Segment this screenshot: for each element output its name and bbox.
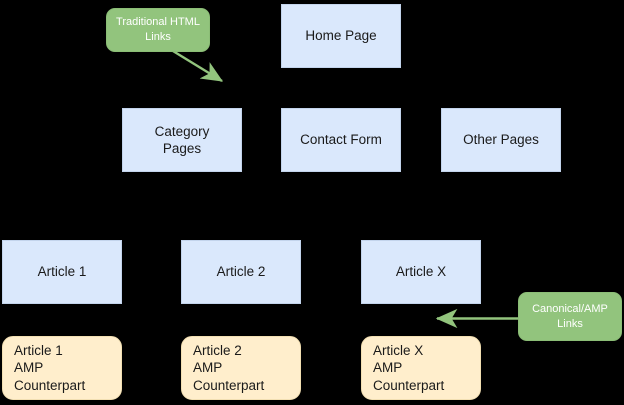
node-article-1: Article 1 [2,240,122,304]
node-article-x-amp-counterpart: Article X AMP Counterpart [361,336,481,400]
node-article-x: Article X [361,240,481,304]
traditional-html-links-arrow [172,49,224,83]
node-article-2: Article 2 [181,240,301,304]
node-article-x-label: Article X [395,264,447,280]
node-article-2-amp-counterpart: Article 2 AMP Counterpart [181,336,301,400]
callout-canonical-amp-links-label: Canonical/AMP Links [532,302,608,330]
node-other-pages-label: Other Pages [463,132,539,148]
node-category-pages: Category Pages [122,108,242,172]
node-article-2-label: Article 2 [216,264,266,280]
node-article-2-amp-counterpart-label: Article 2 AMP Counterpart [193,343,265,393]
node-home-page-label: Home Page [305,28,377,44]
node-contact-form-label: Contact Form [300,132,382,148]
node-article-1-amp-counterpart: Article 1 AMP Counterpart [2,336,122,400]
node-article-1-amp-counterpart-label: Article 1 AMP Counterpart [14,343,86,393]
node-article-1-label: Article 1 [37,264,87,280]
node-contact-form: Contact Form [281,108,401,172]
node-home-page: Home Page [281,4,401,68]
node-article-x-amp-counterpart-label: Article X AMP Counterpart [373,343,445,393]
callout-traditional-html-links: Traditional HTML Links [106,8,210,52]
callout-canonical-amp-links: Canonical/AMP Links [518,292,622,341]
node-category-pages-label: Category Pages [154,123,210,156]
callout-traditional-html-links-label: Traditional HTML Links [116,16,200,43]
node-other-pages: Other Pages [441,108,561,172]
